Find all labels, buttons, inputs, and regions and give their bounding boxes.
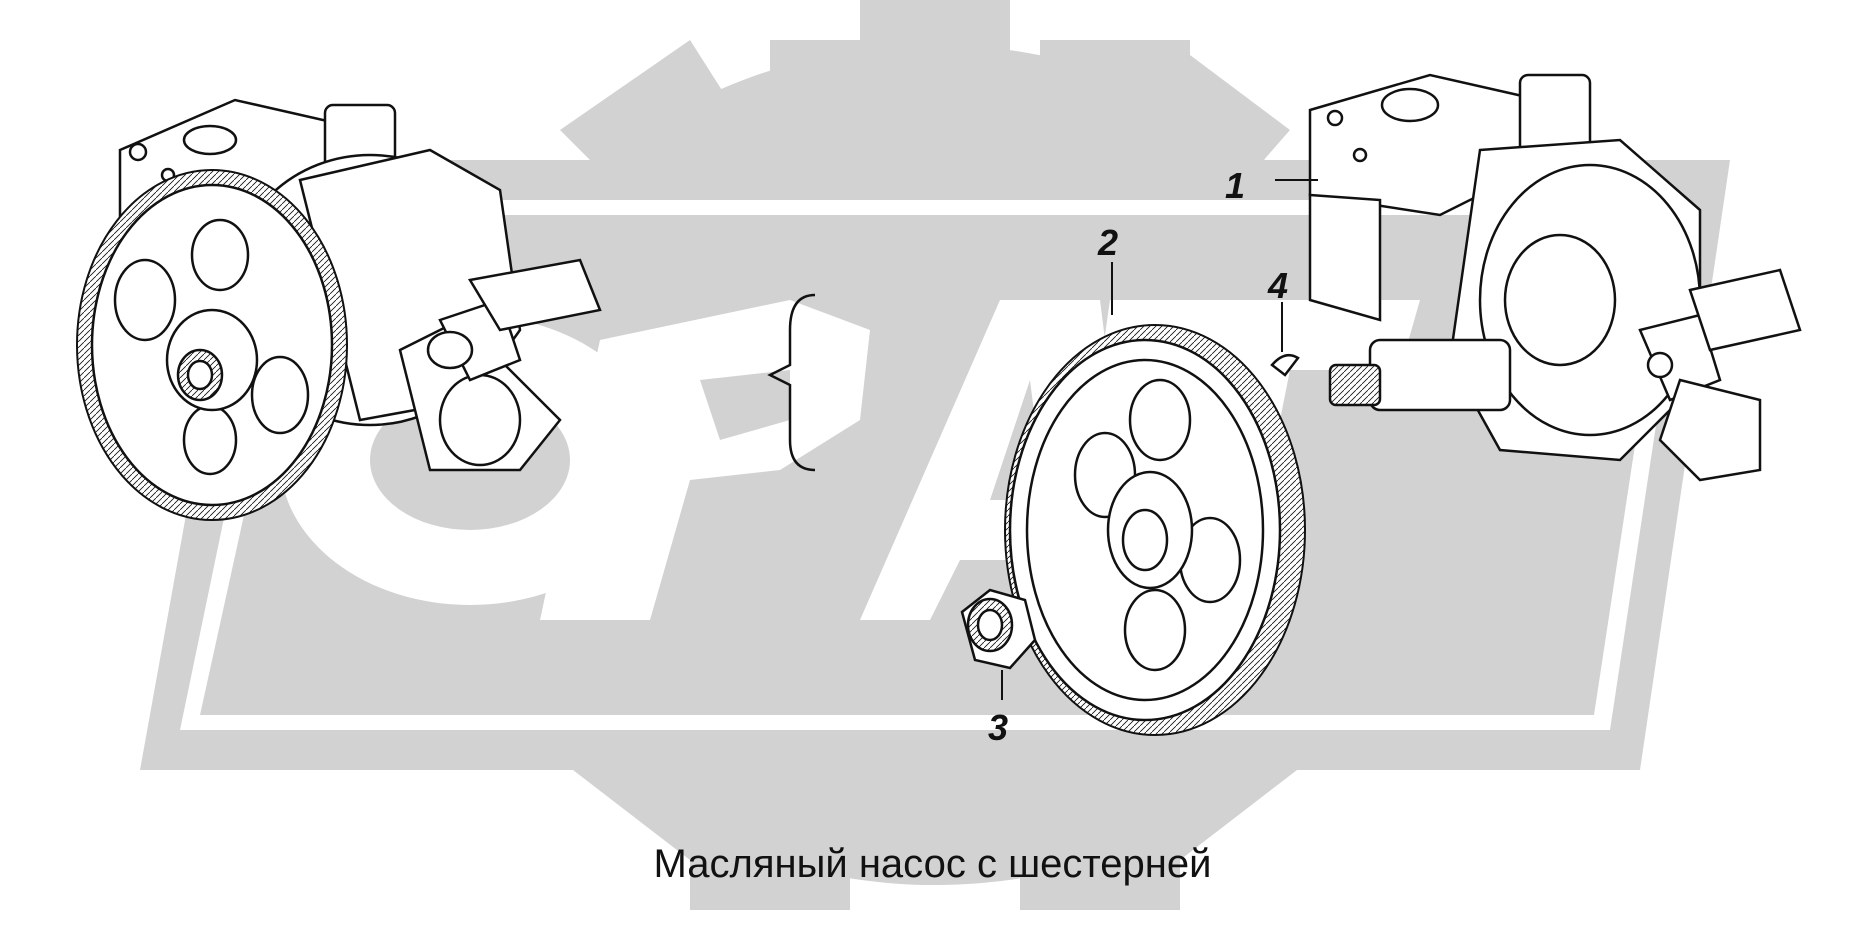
leader-lines bbox=[1001, 179, 1318, 700]
oil-pump-housing bbox=[1308, 73, 1802, 482]
diagram-caption: Масляный насос с шестерней bbox=[653, 842, 1212, 886]
nut bbox=[960, 588, 1037, 670]
callout-3: 3 bbox=[988, 707, 1008, 748]
callout-4: 4 bbox=[1267, 265, 1288, 306]
callout-2: 2 bbox=[1097, 222, 1118, 263]
assembly-bracket bbox=[767, 293, 816, 472]
drive-gear bbox=[1004, 324, 1306, 736]
callout-1: 1 bbox=[1225, 165, 1245, 206]
assembled-pump bbox=[76, 98, 602, 521]
segment-key bbox=[1270, 353, 1300, 377]
